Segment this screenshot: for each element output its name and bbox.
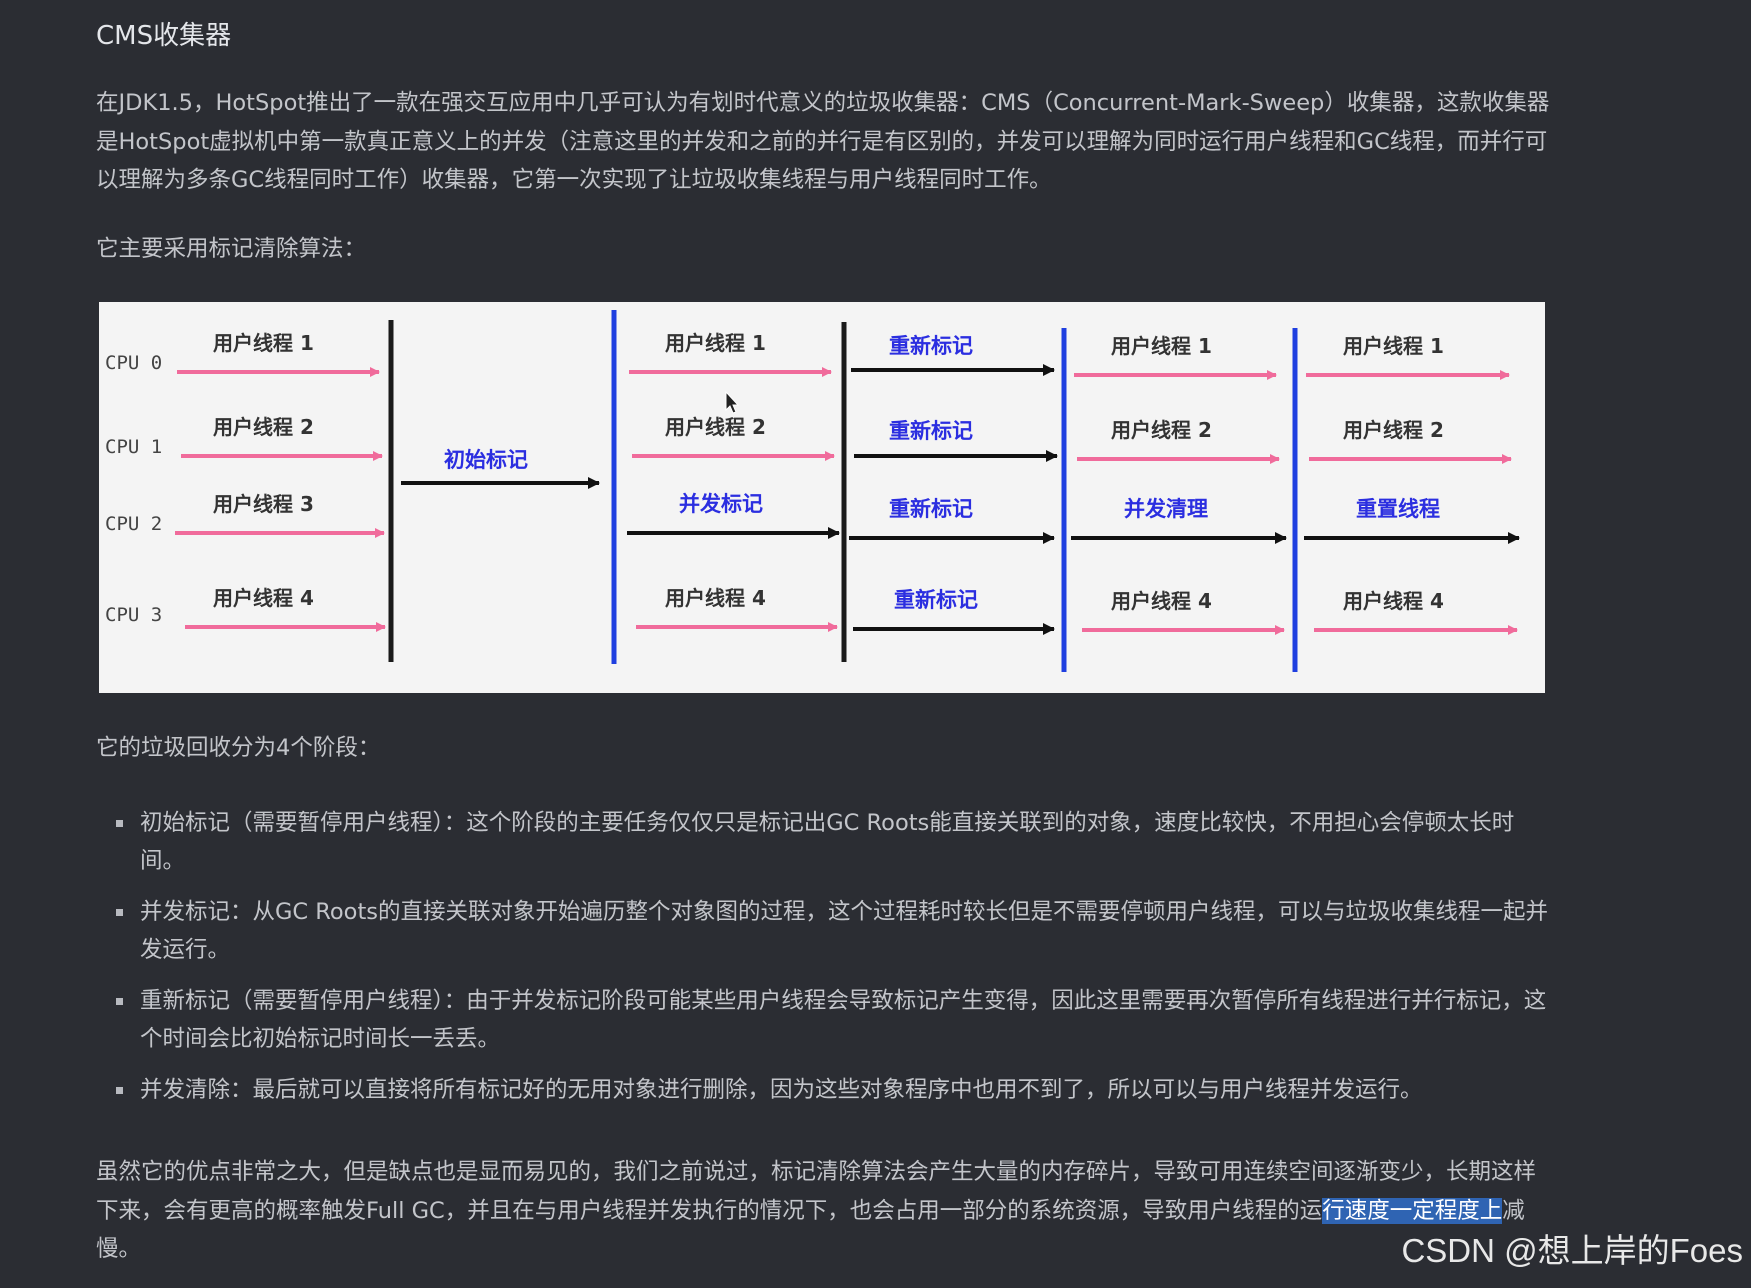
initial-mark-label: 初始标记 [444, 448, 528, 472]
concurrent-sweep-label: 并发清理 [1124, 497, 1208, 521]
summary-end-text: 减慢。 [96, 1197, 1525, 1263]
phase-remark-text: 重新标记（需要暂停用户线程）：由于并发标记阶段可能某些用户线程会导致标记产生变得… [140, 987, 1547, 1053]
cpu-label-3: CPU 3 [105, 604, 162, 626]
list-item: 并发清除：最后就可以直接将所有标记好的无用对象进行删除，因为这些对象程序中也用不… [96, 1071, 1556, 1110]
mouse-cursor-icon [725, 390, 740, 414]
reset-threads-label: 重置线程 [1356, 497, 1440, 521]
stage3-thread-4-label: 用户线程 4 [665, 586, 766, 610]
phase-list: 初始标记（需要暂停用户线程）：这个阶段的主要任务仅仅只是标记出GC Roots能… [96, 804, 1556, 1110]
stage3-thread-2-label: 用户线程 2 [665, 415, 766, 439]
phase-initial-mark-text: 初始标记（需要暂停用户线程）：这个阶段的主要任务仅仅只是标记出GC Roots能… [140, 809, 1515, 875]
intro-paragraph: 在JDK1.5，HotSpot推出了一款在强交互应用中几乎可认为有划时代意义的垃… [96, 90, 1550, 193]
stage5-thread-2-label: 用户线程 2 [1111, 418, 1212, 442]
summary-paragraph: 虽然它的优点非常之大，但是缺点也是显而易见的，我们之前说过，标记清除算法会产生大… [96, 1153, 1556, 1269]
cms-phase-diagram: CPU 0 CPU 1 CPU 2 CPU 3 用户线程 1 用户线程 2 用户… [99, 302, 1545, 693]
csdn-watermark: CSDN @想上岸的Foes [1401, 1232, 1743, 1269]
article: CMS收集器 在JDK1.5，HotSpot推出了一款在强交互应用中几乎可认为有… [96, 14, 1556, 1269]
remark-label-4: 重新标记 [894, 588, 978, 612]
phase-concurrent-sweep-text: 并发清除：最后就可以直接将所有标记好的无用对象进行删除，因为这些对象程序中也用不… [140, 1076, 1423, 1103]
remark-label-3: 重新标记 [889, 497, 973, 521]
bullet-icon [116, 908, 123, 916]
stage1-thread-4-label: 用户线程 4 [213, 586, 314, 610]
cms-diagram-svg: CPU 0 CPU 1 CPU 2 CPU 3 用户线程 1 用户线程 2 用户… [105, 310, 1520, 672]
summary-text: 虽然它的优点非常之大，但是缺点也是显而易见的，我们之前说过，标记清除算法会产生大… [96, 1159, 1537, 1224]
page-title: CMS收集器 [96, 21, 232, 51]
stage5-thread-1-label: 用户线程 1 [1111, 334, 1212, 358]
algorithm-lead-paragraph: 它主要采用标记清除算法： [96, 235, 367, 262]
bullet-icon [116, 997, 123, 1005]
bullet-icon [116, 819, 123, 827]
bullet-icon [116, 1086, 123, 1094]
list-item: 初始标记（需要暂停用户线程）：这个阶段的主要任务仅仅只是标记出GC Roots能… [96, 804, 1556, 881]
phases-lead-paragraph: 它的垃圾回收分为4个阶段： [96, 735, 381, 761]
stage1-thread-2-label: 用户线程 2 [213, 415, 314, 439]
selected-text-highlight[interactable]: 行速度一定程度上 [1322, 1197, 1503, 1224]
stage3-thread-1-label: 用户线程 1 [665, 331, 766, 355]
stage1-thread-3-label: 用户线程 3 [213, 492, 314, 516]
stage5-thread-4-label: 用户线程 4 [1111, 589, 1212, 613]
stage6-thread-4-label: 用户线程 4 [1343, 589, 1444, 613]
cpu-label-0: CPU 0 [105, 352, 162, 374]
list-item: 重新标记（需要暂停用户线程）：由于并发标记阶段可能某些用户线程会导致标记产生变得… [96, 982, 1556, 1059]
phase-concurrent-mark-text: 并发标记：从GC Roots的直接关联对象开始遍历整个对象图的过程，这个过程耗时… [140, 898, 1548, 964]
stage6-thread-2-label: 用户线程 2 [1343, 418, 1444, 442]
remark-label-2: 重新标记 [889, 419, 973, 443]
concurrent-mark-label: 并发标记 [679, 492, 763, 516]
list-item: 并发标记：从GC Roots的直接关联对象开始遍历整个对象图的过程，这个过程耗时… [96, 893, 1556, 970]
stage6-thread-1-label: 用户线程 1 [1343, 334, 1444, 358]
cpu-label-1: CPU 1 [105, 436, 162, 458]
cpu-label-2: CPU 2 [105, 513, 162, 535]
stage1-thread-1-label: 用户线程 1 [213, 331, 314, 355]
remark-label-1: 重新标记 [889, 334, 973, 358]
